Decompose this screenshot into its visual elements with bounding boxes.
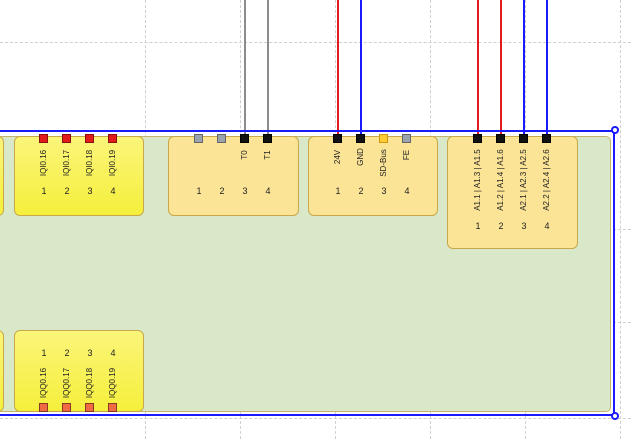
wire-a2-odd[interactable] (523, 0, 525, 136)
terminal-number: 4 (544, 221, 550, 231)
wire-t1[interactable] (267, 0, 269, 136)
wire-gnd[interactable] (360, 0, 362, 136)
terminal-pin[interactable] (39, 403, 48, 412)
terminal-number: 2 (64, 186, 70, 196)
terminal-number: 1 (475, 221, 481, 231)
terminal-number: 1 (41, 348, 47, 358)
wire-24v[interactable] (337, 0, 339, 136)
terminal-pin[interactable] (379, 134, 388, 143)
wire-a2-even[interactable] (546, 0, 548, 136)
terminal-pin[interactable] (194, 134, 203, 143)
module-power[interactable] (308, 136, 438, 216)
selection-frame[interactable] (0, 130, 615, 416)
terminal-number: 3 (242, 186, 248, 196)
terminal-pin[interactable] (108, 134, 117, 143)
module-input[interactable] (14, 136, 144, 216)
terminal-pin[interactable] (108, 403, 117, 412)
terminal-number: 1 (41, 186, 47, 196)
terminal-pin[interactable] (333, 134, 342, 143)
terminal-number: 4 (110, 186, 116, 196)
terminal-pin[interactable] (356, 134, 365, 143)
terminal-pin[interactable] (519, 134, 528, 143)
terminal-pin[interactable] (39, 134, 48, 143)
grid-line (0, 42, 631, 43)
terminal-number: 3 (521, 221, 527, 231)
module-a[interactable] (447, 136, 578, 249)
terminal-pin[interactable] (542, 134, 551, 143)
terminal-number: 4 (404, 186, 410, 196)
module-output[interactable] (14, 330, 144, 412)
terminal-number: 3 (381, 186, 387, 196)
wire-a1-odd[interactable] (477, 0, 479, 136)
terminal-pin[interactable] (62, 403, 71, 412)
terminal-pin[interactable] (496, 134, 505, 143)
grid-line (620, 0, 621, 439)
terminal-number: 2 (64, 348, 70, 358)
terminal-pin[interactable] (217, 134, 226, 143)
terminal-pin[interactable] (240, 134, 249, 143)
terminal-pin[interactable] (263, 134, 272, 143)
terminal-number: 1 (196, 186, 202, 196)
terminal-pin[interactable] (402, 134, 411, 143)
module-t[interactable] (168, 136, 299, 216)
wire-t0[interactable] (244, 0, 246, 136)
terminal-number: 4 (265, 186, 271, 196)
terminal-number: 4 (110, 348, 116, 358)
terminal-pin[interactable] (85, 403, 94, 412)
terminal-number: 3 (87, 186, 93, 196)
resize-handle-bottom-right[interactable] (611, 412, 619, 420)
terminal-pin[interactable] (62, 134, 71, 143)
resize-handle-top-right[interactable] (611, 126, 619, 134)
terminal-pin[interactable] (85, 134, 94, 143)
terminal-number: 2 (498, 221, 504, 231)
terminal-number: 2 (358, 186, 364, 196)
terminal-pin[interactable] (473, 134, 482, 143)
terminal-number: 1 (335, 186, 341, 196)
terminal-number: 3 (87, 348, 93, 358)
terminal-number: 2 (219, 186, 225, 196)
wire-a1-even[interactable] (500, 0, 502, 136)
grid-line (0, 418, 631, 419)
